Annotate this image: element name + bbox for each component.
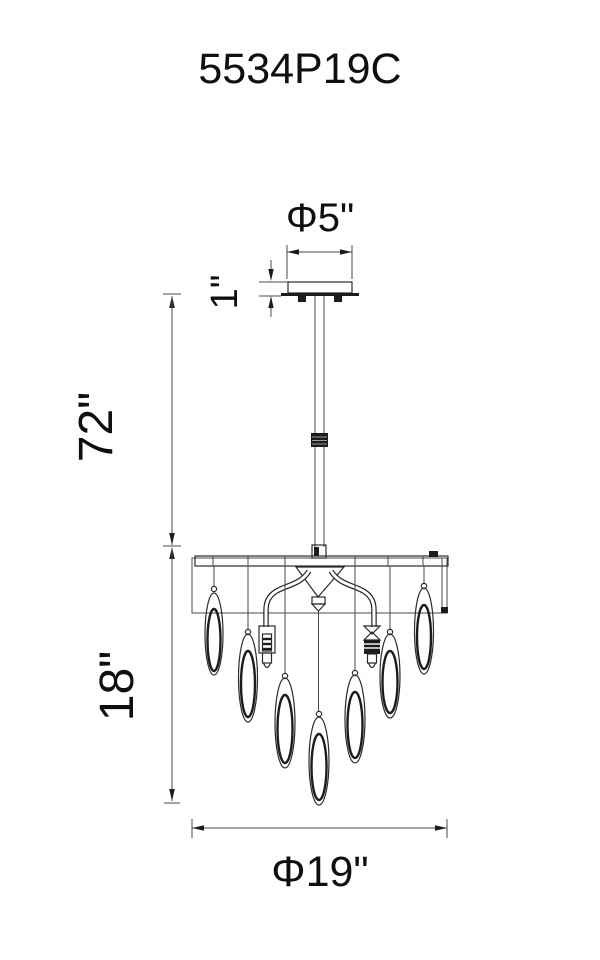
- dim-canopy-height-label: 1": [204, 275, 246, 310]
- pendant-1: [204, 566, 224, 676]
- center-cone: [294, 566, 346, 612]
- stem-coupler-icon: [311, 544, 327, 559]
- dim-rod-drop-label: 72": [70, 392, 123, 462]
- pendant-5: [344, 566, 366, 764]
- dim-canopy-height: 1": [204, 260, 288, 317]
- canopy-screw-icon: [334, 296, 342, 302]
- frame-screw-icon: [441, 607, 448, 613]
- pendant-3: [274, 566, 296, 769]
- canopy-screw-icon: [298, 296, 306, 302]
- dim-body-height: 18": [91, 547, 180, 804]
- dim-body-height-label: 18": [91, 651, 144, 721]
- dim-body-diameter: Φ19": [191, 819, 448, 896]
- pendant-6: [379, 566, 401, 719]
- lamp-socket-left: [258, 625, 276, 669]
- arrow-right-icon: [340, 249, 352, 255]
- dim-body-diameter-label: Φ19": [271, 848, 368, 896]
- product-code-title: 5534P19C: [198, 45, 401, 93]
- dim-rod-drop: 72": [70, 293, 181, 547]
- pendant-2: [237, 566, 259, 723]
- arrow-left-icon: [192, 825, 204, 831]
- dim-canopy-diameter-label: Φ5": [286, 196, 354, 240]
- arrow-left-icon: [287, 249, 299, 255]
- lamp-socket-right: [362, 625, 382, 669]
- frame-screw-icon: [429, 551, 438, 557]
- hanging-rod: [311, 296, 328, 547]
- ceiling-canopy: [281, 281, 359, 302]
- curved-arms: [263, 569, 377, 627]
- pendant-4-center: [308, 611, 330, 806]
- arrow-right-icon: [435, 825, 447, 831]
- dim-canopy-diameter: Φ5": [286, 196, 354, 279]
- fixture-frame: [191, 544, 449, 614]
- pendant-7: [413, 566, 435, 675]
